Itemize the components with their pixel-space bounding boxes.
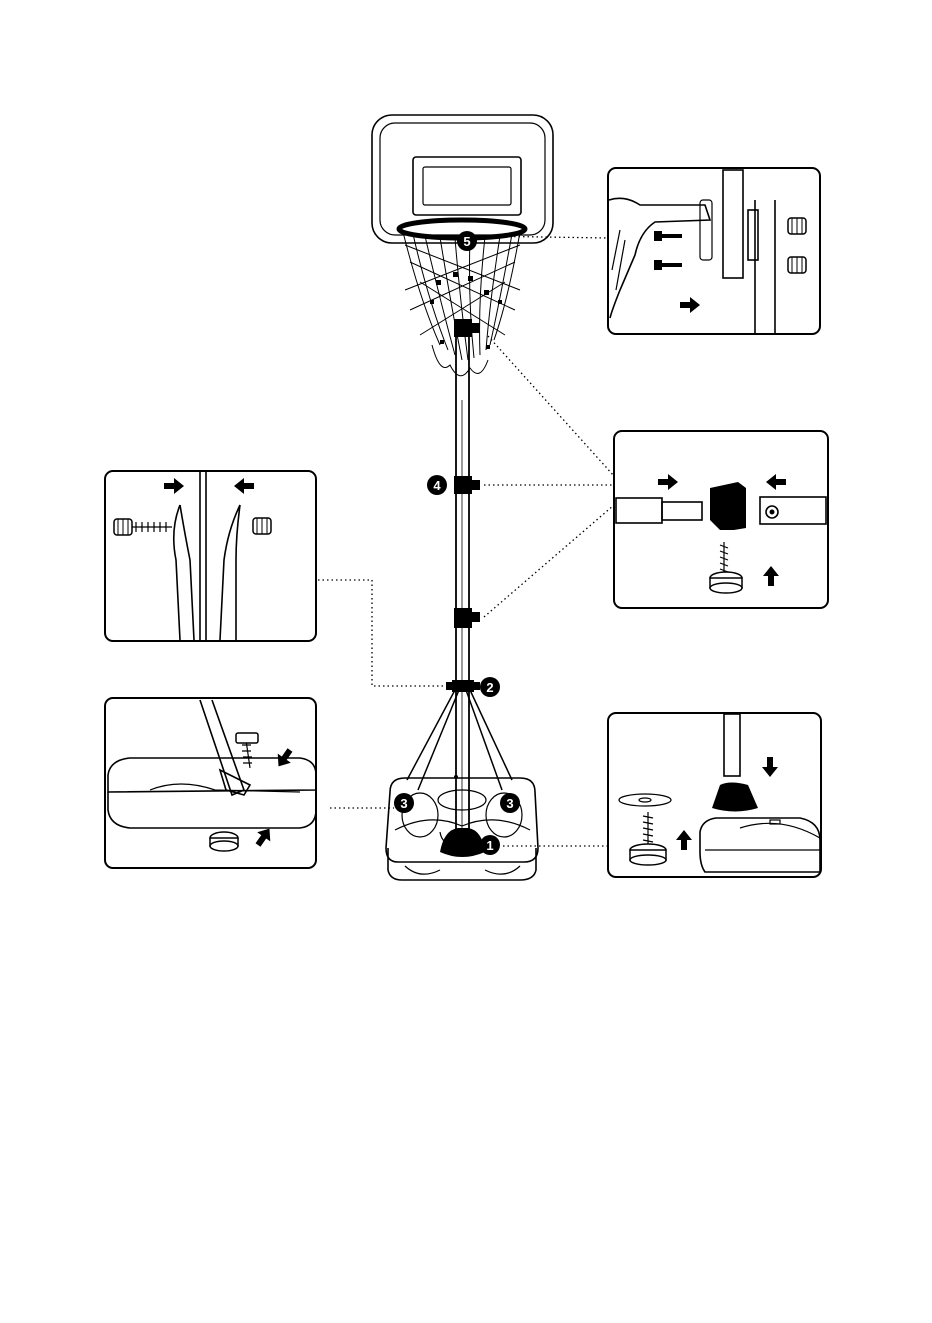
pole-connector bbox=[454, 476, 480, 494]
svg-text:2: 2 bbox=[486, 680, 493, 695]
knob-icon bbox=[114, 519, 132, 535]
svg-text:4: 4 bbox=[433, 478, 441, 493]
knob-icon bbox=[630, 844, 666, 865]
svg-text:3: 3 bbox=[506, 796, 513, 811]
knob-icon bbox=[210, 832, 238, 851]
basketball-stand bbox=[372, 115, 553, 880]
pole-connector bbox=[454, 608, 480, 628]
svg-text:1: 1 bbox=[486, 838, 493, 853]
step-2-badge: 2 bbox=[480, 677, 500, 697]
step-5-badge: 5 bbox=[457, 231, 477, 251]
pole-foot bbox=[440, 828, 485, 857]
backboard bbox=[372, 115, 553, 243]
detail-panel-rim-mount bbox=[608, 168, 820, 334]
detail-panel-base-brace bbox=[105, 698, 316, 868]
knob-icon bbox=[710, 572, 742, 593]
svg-text:5: 5 bbox=[463, 234, 470, 249]
detail-panel-pole-joint bbox=[614, 431, 828, 608]
step-1-badge: 1 bbox=[480, 835, 500, 855]
svg-text:3: 3 bbox=[400, 796, 407, 811]
step-4-badge: 4 bbox=[427, 475, 447, 495]
step-3-left-badge: 3 bbox=[394, 793, 414, 813]
pole-connector bbox=[454, 319, 480, 337]
knob-icon bbox=[788, 257, 806, 273]
brace-clamp bbox=[446, 680, 480, 692]
detail-panel-pole-foot bbox=[608, 713, 821, 877]
knob-icon bbox=[788, 218, 806, 234]
knob-icon bbox=[253, 518, 271, 534]
step-3-right-badge: 3 bbox=[500, 793, 520, 813]
detail-panel-brace-clamp bbox=[105, 471, 316, 641]
support-braces bbox=[407, 690, 512, 790]
net bbox=[403, 232, 520, 376]
pole bbox=[456, 330, 469, 840]
